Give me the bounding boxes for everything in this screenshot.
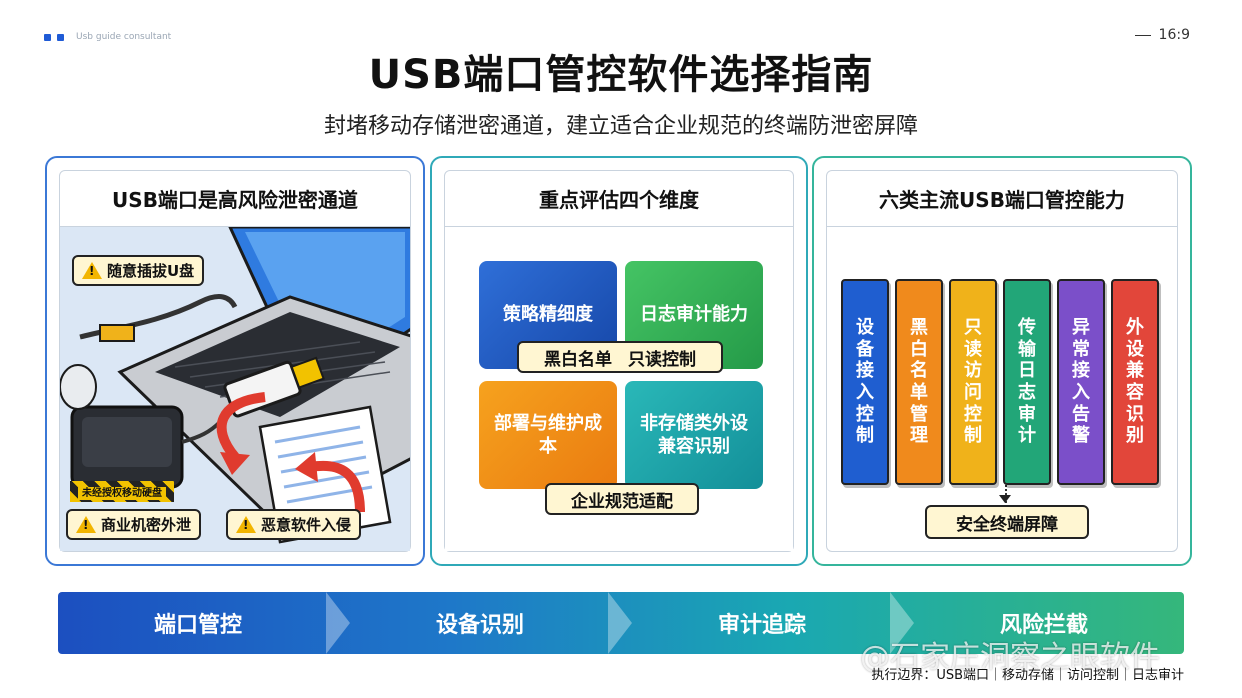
tile-peripheral-compat: 非存储类外设兼容识别 xyxy=(625,381,763,489)
top-tag: Usb guide consultant xyxy=(44,30,171,44)
warning-malware: 恶意软件入侵 xyxy=(226,509,362,540)
result-secure-barrier: 安全终端屏障 xyxy=(925,505,1089,539)
tape-label: 未经授权移动硬盘 xyxy=(78,487,166,500)
warning-icon xyxy=(82,262,102,279)
flow-step-device-id: 设备识别 xyxy=(435,613,524,638)
capability-bar-label: 外设兼容识别 xyxy=(1126,317,1144,447)
page-subtitle: 封堵移动存储泄密通道，建立适合企业规范的终端防泄密屏障 xyxy=(323,114,918,139)
panel-four-dimensions: 重点评估四个维度 策略精细度 日志审计能力 部署与维护成本 非存储类外设兼容识别… xyxy=(430,156,808,566)
panel-usb-risk: USB端口是高风险泄密通道 xyxy=(45,156,425,566)
capability-bar: 黑白名单管理 xyxy=(895,279,943,485)
warning-label: 恶意软件入侵 xyxy=(261,516,352,534)
ratio-text: 16:9 xyxy=(1158,27,1190,43)
capability-bar-label: 传输日志审计 xyxy=(1018,317,1036,447)
capability-bar-label: 异常接入告警 xyxy=(1072,317,1090,447)
pill-readonly: 只读控制 xyxy=(628,349,696,370)
capability-bar: 只读访问控制 xyxy=(949,279,997,485)
connector-line xyxy=(1005,485,1007,503)
capability-bar: 外设兼容识别 xyxy=(1111,279,1159,485)
panel-four-dimensions-heading: 重点评估四个维度 xyxy=(445,171,793,227)
panel-usb-risk-heading: USB端口是高风险泄密通道 xyxy=(60,171,410,227)
capability-bar: 设备接入控制 xyxy=(841,279,889,485)
footer-scope: 执行边界：USB端口｜移动存储｜访问控制｜日志审计 xyxy=(871,668,1184,683)
six-capabilities-bars: 安全终端屏障 设备接入控制 黑白名单管理 只读访问控制 传输日志审计 异常接入告警 外设兼… xyxy=(827,227,1177,551)
logo-square-icon xyxy=(57,33,64,41)
pill-enterprise-fit: 企业规范适配 xyxy=(545,483,699,515)
capability-bar-label: 黑白名单管理 xyxy=(910,317,928,447)
panel-six-capabilities-inner: 六类主流USB端口管控能力 安全终端屏障 设备接入控制 黑白名单管理 只读访问控制 传… xyxy=(826,170,1178,552)
warning-secret-leak: 商业机密外泄 xyxy=(66,509,202,540)
tile-deploy-cost: 部署与维护成本 xyxy=(479,381,617,489)
chevron-right-icon xyxy=(608,592,632,654)
flow-step-risk-block: 风险拦截 xyxy=(999,613,1088,638)
capability-bar-label: 设备接入控制 xyxy=(856,317,874,447)
capability-bar: 异常接入告警 xyxy=(1057,279,1105,485)
logo-square-icon xyxy=(44,33,51,41)
panel-six-capabilities-heading: 六类主流USB端口管控能力 xyxy=(827,171,1177,227)
four-dimensions-grid: 策略精细度 日志审计能力 部署与维护成本 非存储类外设兼容识别 黑白名单 只读控… xyxy=(445,227,793,551)
warning-label: 随意插拔U盘 xyxy=(107,262,195,280)
chevron-right-icon xyxy=(326,592,350,654)
warning-plug-usb: 随意插拔U盘 xyxy=(72,255,205,286)
panel-four-dimensions-inner: 重点评估四个维度 策略精细度 日志审计能力 部署与维护成本 非存储类外设兼容识别… xyxy=(444,170,794,552)
process-flow-bar: 端口管控 设备识别 审计追踪 风险拦截 xyxy=(58,592,1184,654)
flow-step-audit-trace: 审计追踪 xyxy=(717,613,806,638)
watermark: @石家庄洞察之眼软件 xyxy=(860,640,1160,675)
capability-bar: 传输日志审计 xyxy=(1003,279,1051,485)
flow-step-port-control: 端口管控 xyxy=(153,613,242,638)
chevron-right-icon xyxy=(890,592,914,654)
pill-whitelist: 黑白名单 xyxy=(544,349,612,370)
unauthorized-tape: 未经授权移动硬盘 xyxy=(70,481,174,502)
warning-icon xyxy=(236,516,256,533)
warning-icon xyxy=(76,516,96,533)
warning-label: 商业机密外泄 xyxy=(101,516,192,534)
panel-six-capabilities: 六类主流USB端口管控能力 安全终端屏障 设备接入控制 黑白名单管理 只读访问控制 传… xyxy=(812,156,1192,566)
arrow-down-icon xyxy=(999,495,1011,503)
pill-whitelist-readonly: 黑白名单 只读控制 xyxy=(517,341,723,373)
page-title: USB端口管控软件选择指南 xyxy=(368,52,874,98)
panel-usb-risk-inner: USB端口是高风险泄密通道 xyxy=(59,170,411,552)
usb-risk-illustration: 随意插拔U盘 未经授权移动硬盘 商业机密外泄 恶意软件入侵 xyxy=(60,227,410,551)
capability-bar-label: 只读访问控制 xyxy=(964,317,982,447)
aspect-ratio-label: 16:9 xyxy=(1134,27,1190,43)
ratio-dash xyxy=(1134,34,1151,36)
top-tag-text: Usb guide consultant xyxy=(76,32,172,42)
